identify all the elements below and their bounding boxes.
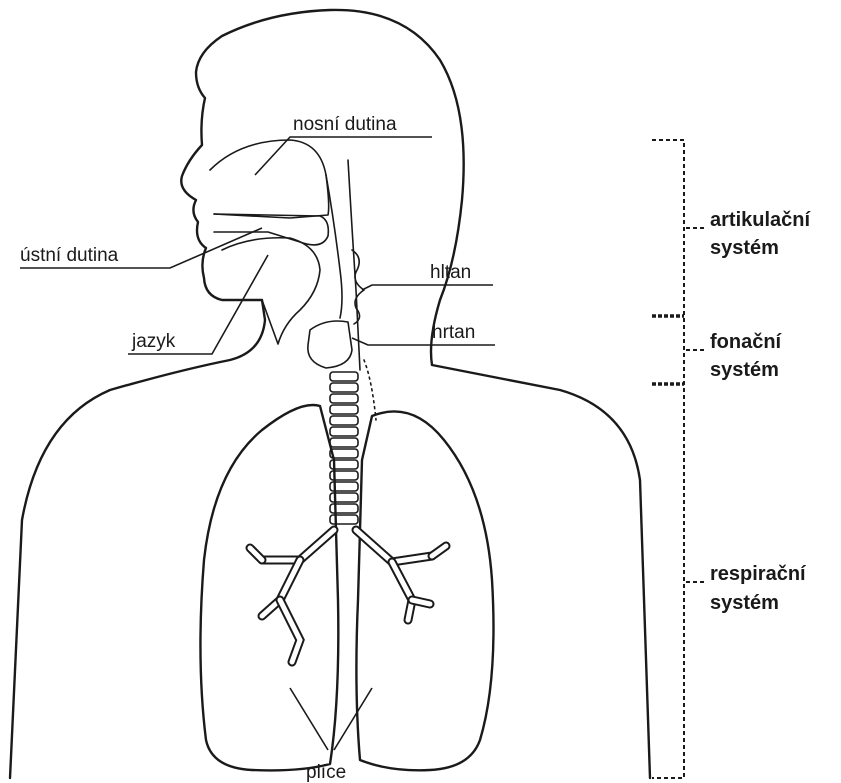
epiglottis-dotted xyxy=(364,360,376,420)
bronchus-branch-inner xyxy=(392,562,412,620)
system-artikulacni-line2: systém xyxy=(710,237,779,259)
label-hrtan: hrtan xyxy=(432,322,475,343)
leader-nosni-dutina xyxy=(255,137,432,175)
trachea-ring xyxy=(330,438,358,447)
bronchus-branch xyxy=(262,530,334,560)
right-lung xyxy=(356,411,493,770)
leader-hltan xyxy=(362,285,493,290)
bronchi xyxy=(250,530,446,662)
system-respiracni-line2: systém xyxy=(710,592,779,614)
trachea-ring xyxy=(330,383,358,392)
label-hltan: hltan xyxy=(430,262,471,283)
palate xyxy=(214,214,328,245)
system-artikulacni-line1: artikulační xyxy=(710,209,811,231)
trachea-ring xyxy=(330,405,358,414)
trachea-ring xyxy=(330,416,358,425)
larynx-shape xyxy=(308,321,352,368)
label-nosni-dutina: nosní dutina xyxy=(293,114,397,135)
label-ustni-dutina: ústní dutina xyxy=(20,245,119,266)
trachea-ring xyxy=(330,515,358,524)
system-bracket xyxy=(652,140,684,778)
tongue xyxy=(222,238,320,344)
system-respiracni-line1: respirační xyxy=(710,563,807,585)
label-plice: plíce xyxy=(306,762,346,783)
left-lung xyxy=(200,405,338,770)
trachea-ring xyxy=(330,372,358,381)
trachea-ring xyxy=(330,427,358,436)
system-fonacni-line2: systém xyxy=(710,359,779,381)
nasal-cavity xyxy=(210,140,329,218)
label-jazyk: jazyk xyxy=(131,331,176,352)
trachea-ring xyxy=(330,394,358,403)
bronchus-branch-inner xyxy=(280,600,300,662)
system-fonacni-line1: fonační xyxy=(710,331,783,353)
